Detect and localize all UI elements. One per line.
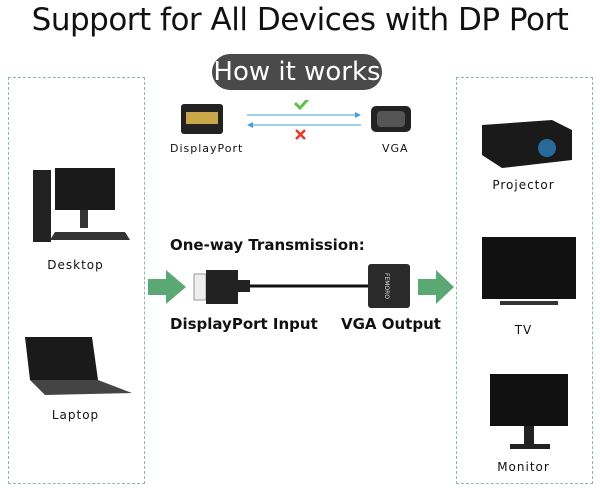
adapter-diagram: FEMORO [148,264,454,308]
page-title: Support for All Devices with DP Port [31,2,569,38]
desktop-icon [33,168,130,242]
target-devices-box [456,77,593,484]
how-it-works-badge: How it works [212,54,382,90]
adapter-cable-icon: FEMORO [193,264,410,308]
laptop-icon [25,337,132,395]
input-arrow-icon [148,270,186,304]
laptop-label: Laptop [51,408,100,422]
displayport-label: DisplayPort [170,142,244,155]
projector-icon [482,120,572,168]
output-arrow-icon [418,270,454,304]
svg-text:FEMORO: FEMORO [383,273,390,299]
tv-icon [482,237,576,305]
vga-output-label: VGA Output [341,315,441,333]
displayport-input-label: DisplayPort Input [170,315,318,333]
source-devices-box [8,77,145,484]
check-icon [293,100,310,111]
monitor-label: Monitor [497,460,550,474]
vga-label: VGA [382,142,409,155]
displayport-connector-icon [181,104,223,134]
transmission-heading: One-way Transmission: [170,236,365,254]
projector-label: Projector [492,178,555,192]
tv-label: TV [514,323,533,337]
cross-icon [295,129,306,140]
direction-diagram [181,100,411,140]
monitor-icon [490,374,568,449]
vga-connector-icon [371,106,411,132]
desktop-label: Desktop [47,258,104,272]
